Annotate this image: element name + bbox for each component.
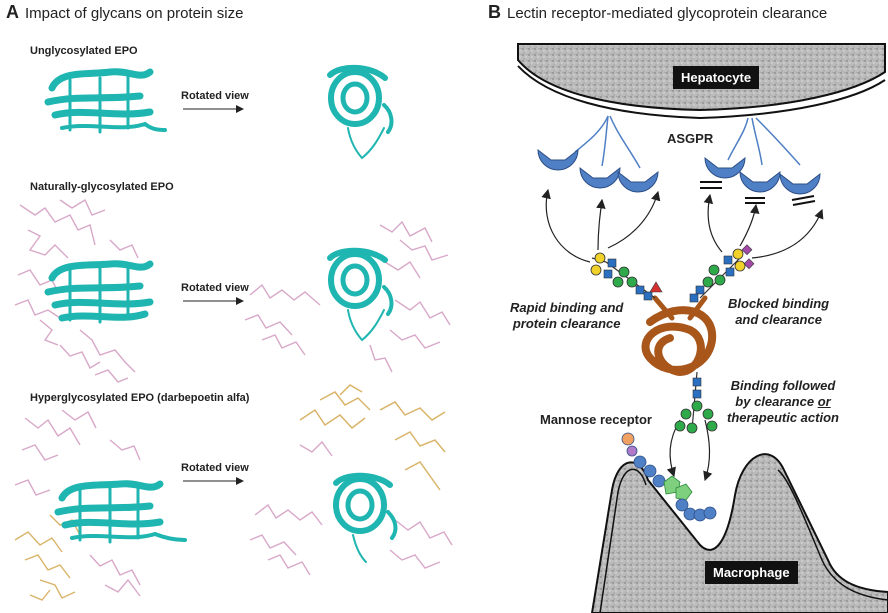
- asgpr-label: ASGPR: [667, 131, 714, 146]
- panel-a-title: A Impact of glycans on protein size: [6, 2, 243, 23]
- ctld-domain-icon: [675, 483, 693, 501]
- macrophage-cell: [590, 453, 888, 613]
- asgpr-left-1: [537, 148, 579, 171]
- hexnac-icon: [643, 291, 653, 301]
- mannose-icon: [706, 420, 718, 432]
- mannose-icon: [612, 276, 624, 288]
- blocked-line-1: Blocked binding: [728, 296, 830, 311]
- mannose-icon: [686, 422, 698, 434]
- binding-arrows: [541, 188, 824, 482]
- glycans-natural-side: [14, 198, 139, 383]
- galactose-icon: [734, 260, 746, 272]
- sialic-acid-icon: [743, 258, 755, 270]
- mannose-icon: [626, 276, 638, 288]
- hexnac-icon: [725, 267, 735, 277]
- glycan-tree-right: [689, 244, 755, 303]
- asgpr-left-3: [617, 170, 659, 193]
- hepatocyte-label: Hepatocyte: [673, 66, 760, 89]
- asgpr-tethers: [574, 115, 801, 169]
- protein-natural-rotated: [327, 247, 394, 342]
- protein-unglycosylated-rotated: [327, 64, 394, 160]
- receptor-domain-icon: [621, 432, 635, 446]
- sialic-acid-icon: [741, 244, 753, 256]
- hexnac-icon: [607, 258, 617, 268]
- mannose-icon: [680, 408, 692, 420]
- mannose-icon: [691, 400, 703, 412]
- mannose-receptor: [621, 432, 717, 522]
- hexnac-icon: [689, 293, 699, 303]
- followed-line-3: therapeutic action: [727, 410, 839, 425]
- galactose-icon: [732, 248, 744, 260]
- fucose-icon: [649, 281, 663, 293]
- galactose-icon: [594, 252, 606, 264]
- mannose-icon: [702, 408, 714, 420]
- protein-natural-side: [44, 260, 154, 324]
- panel-b-letter: B: [488, 2, 501, 22]
- galactose-icon: [590, 264, 602, 276]
- panel-a-letter: A: [6, 2, 19, 22]
- protein-unglycosylated-side: [44, 68, 167, 134]
- glycans-hyper-side: [14, 409, 141, 597]
- glycans-natural-rotated: [244, 220, 451, 373]
- blocked-binding-annotation: Blocked binding and clearance: [728, 296, 829, 328]
- hexnac-icon: [603, 269, 613, 279]
- asgpr-left-2: [579, 166, 621, 189]
- mannose-icon: [714, 274, 726, 286]
- rotated-view-label-2: Rotated view: [181, 282, 249, 294]
- macrophage-label: Macrophage: [705, 561, 798, 584]
- asgpr-right-2: [739, 170, 781, 193]
- mannose-icon: [674, 420, 686, 432]
- followed-line-2: by clearance or: [727, 394, 839, 410]
- glycan-tree-bottom: [674, 371, 718, 434]
- asgpr-right-3: [779, 172, 821, 195]
- rotated-view-label-1: Rotated view: [181, 90, 249, 102]
- glycans-hyper-rotated: [249, 440, 453, 576]
- mannose-icon: [708, 264, 720, 276]
- hexnac-icon: [692, 377, 702, 387]
- rapid-line-1: Rapid binding and: [510, 300, 624, 315]
- rotated-view-label-3: Rotated view: [181, 462, 249, 474]
- panel-b-title: B Lectin receptor-mediated glycoprotein c…: [488, 2, 827, 23]
- row-label-natural: Naturally-glycosylated EPO: [30, 181, 174, 193]
- blocking-bars: [700, 181, 816, 206]
- glycans-hyper-rotated-tan: [299, 384, 446, 491]
- row-label-hyper: Hyperglycosylated EPO (darbepoetin alfa): [30, 392, 250, 404]
- hexnac-icon: [692, 389, 702, 399]
- row-label-unglycosylated: Unglycosylated EPO: [30, 45, 138, 57]
- glycoprotein-chain: [641, 295, 717, 377]
- followed-or: or: [817, 394, 831, 409]
- mannose-receptor-label: Mannose receptor: [540, 412, 652, 427]
- panel-b-title-text: Lectin receptor-mediated glycoprotein cl…: [507, 5, 828, 22]
- asgpr-right-1: [704, 156, 746, 179]
- receptor-domain-icon: [626, 445, 638, 457]
- blocked-line-2: and clearance: [735, 312, 822, 327]
- followed-binding-annotation: Binding followed by clearance or therape…: [727, 378, 839, 426]
- followed-line-2-text: by clearance: [735, 394, 815, 409]
- rapid-binding-annotation: Rapid binding and protein clearance: [510, 300, 623, 332]
- rapid-line-2: protein clearance: [512, 316, 621, 331]
- protein-hyper-side: [54, 480, 187, 544]
- glycans-hyper-side-tan: [14, 514, 81, 601]
- glycan-tree-left: [590, 252, 663, 301]
- followed-line-1: Binding followed: [730, 378, 836, 393]
- asgpr-receptors-right: [704, 156, 821, 195]
- asgpr-receptors-left: [537, 148, 659, 193]
- hexnac-icon: [635, 285, 645, 295]
- hexnac-icon: [723, 255, 733, 265]
- panel-a-title-text: Impact of glycans on protein size: [25, 5, 244, 22]
- rotate-arrows: [183, 105, 244, 485]
- hexnac-icon: [695, 285, 705, 295]
- mannose-icon: [618, 266, 630, 278]
- mannose-icon: [702, 276, 714, 288]
- protein-hyper-rotated: [333, 472, 398, 563]
